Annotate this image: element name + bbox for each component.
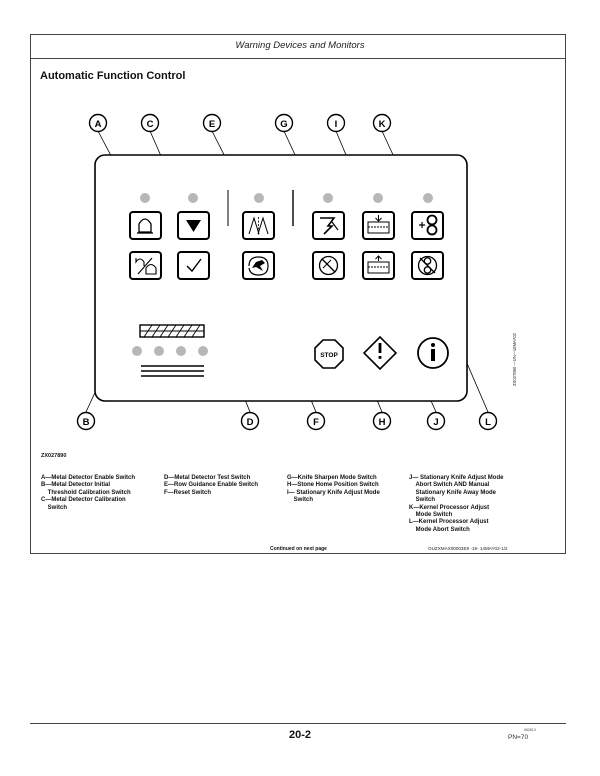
legend-line: D—Metal Detector Test Switch: [164, 475, 251, 481]
legend-line: I— Stationary Knife Adjust Mode: [287, 489, 380, 496]
callout-g: G: [274, 113, 294, 133]
callout-f: F: [306, 411, 326, 431]
legend-line: Mode Switch: [409, 512, 453, 519]
svg-text:B: B: [83, 417, 90, 428]
switch-e: [242, 211, 275, 240]
header-right-rule: [565, 34, 566, 58]
legend-line: Threshold Calibration Switch: [41, 489, 131, 496]
control-panel-diagram: STOP A C E G I K B D F H J L: [76, 113, 498, 431]
switch-h: [312, 251, 345, 280]
figure-id: ZX027890: [41, 453, 67, 459]
svg-text:C: C: [147, 119, 154, 130]
svg-text:H: H: [379, 417, 386, 428]
legend-line: J— Stationary Knife Adjust Mode: [409, 475, 504, 481]
svg-text:I: I: [335, 119, 338, 130]
legend-line: B—Metal Detector Initial: [41, 482, 111, 489]
footer-rule: [30, 723, 566, 724]
switch-l: [411, 251, 444, 280]
callout-h: H: [372, 411, 392, 431]
svg-text:G: G: [280, 119, 287, 130]
info-icon: [417, 337, 449, 369]
svg-text:F: F: [313, 417, 319, 428]
header-left-rule: [30, 34, 31, 58]
svg-text:D: D: [247, 417, 254, 428]
callout-d: D: [240, 411, 260, 431]
legend-line: E—Row Guidance Enable Switch: [164, 482, 259, 489]
switch-b: [129, 251, 162, 280]
switch-f: [242, 251, 275, 280]
legend-line: K—Kernel Processor Adjust: [409, 504, 490, 511]
switch-d: [177, 251, 210, 280]
callout-c: C: [140, 113, 160, 133]
legend-line: H—Stone Home Position Switch: [287, 482, 379, 489]
legend-line: Switch: [409, 497, 436, 504]
legend-column-2: D—Metal Detector Test Switch E—Row Guida…: [164, 475, 258, 497]
switch-j: [362, 251, 395, 280]
legend-line: G—Knife Sharpen Mode Switch: [287, 475, 377, 481]
callouts-bottom: B D F H J L: [76, 411, 498, 431]
switch-a: [129, 211, 162, 240]
legend-line: Switch: [41, 504, 68, 511]
header-title: Warning Devices and Monitors: [235, 40, 365, 51]
legend-line: C—Metal Detector Calibration: [41, 497, 126, 504]
legend-column-4: J— Stationary Knife Adjust Mode Abort Sw…: [409, 475, 503, 534]
stop-label: STOP: [320, 352, 338, 359]
callout-e: E: [202, 113, 222, 133]
svg-text:K: K: [379, 119, 386, 130]
svg-text:J: J: [433, 417, 438, 428]
callout-k: K: [372, 113, 392, 133]
callout-i: I: [326, 113, 346, 133]
header-rule: [30, 34, 566, 35]
switch-i: [362, 211, 395, 240]
legend-line: Abort Switch AND Manual: [409, 482, 490, 489]
callout-l: L: [478, 411, 498, 431]
legend-line: F—Reset Switch: [164, 489, 212, 496]
switch-k: [411, 211, 444, 240]
footer-code: 062613: [524, 728, 536, 732]
metal-detector-graphic: [139, 324, 205, 377]
legend-line: Mode Abort Switch: [409, 526, 470, 533]
warning-icon: [362, 335, 398, 371]
legend-line: L—Kernel Processor Adjust: [409, 519, 489, 526]
legend-column-3: G—Knife Sharpen Mode Switch H—Stone Home…: [287, 475, 380, 505]
content-frame: [30, 58, 566, 554]
continued-note: Continued on next page: [270, 546, 327, 552]
svg-text:E: E: [209, 119, 215, 130]
stop-indicator: STOP: [314, 339, 344, 369]
callouts-top: A C E G I K: [88, 113, 392, 133]
legend-line: Stationary Knife Away Mode: [409, 489, 497, 496]
switch-g: [312, 211, 345, 240]
callout-j: J: [426, 411, 446, 431]
svg-text:L: L: [485, 417, 491, 428]
callout-a: A: [88, 113, 108, 133]
svg-text:A: A: [95, 119, 102, 130]
indicator-lights: [132, 193, 433, 356]
pn-number: PN=70: [508, 734, 529, 741]
callout-b: B: [76, 411, 96, 431]
side-figure-id: ZX027890 —UN—18MAY02: [512, 333, 517, 386]
legend-line: Switch: [287, 497, 314, 504]
section-title: Automatic Function Control: [40, 70, 186, 82]
document-id: OUZXMAX00003E9 -19- 14MAY02-1/2: [428, 546, 508, 551]
legend-line: A—Metal Detector Enable Switch: [41, 475, 136, 481]
page-number: 20-2: [288, 729, 312, 741]
switch-c: [177, 211, 210, 240]
legend-column-1: A—Metal Detector Enable Switch B—Metal D…: [41, 475, 135, 512]
